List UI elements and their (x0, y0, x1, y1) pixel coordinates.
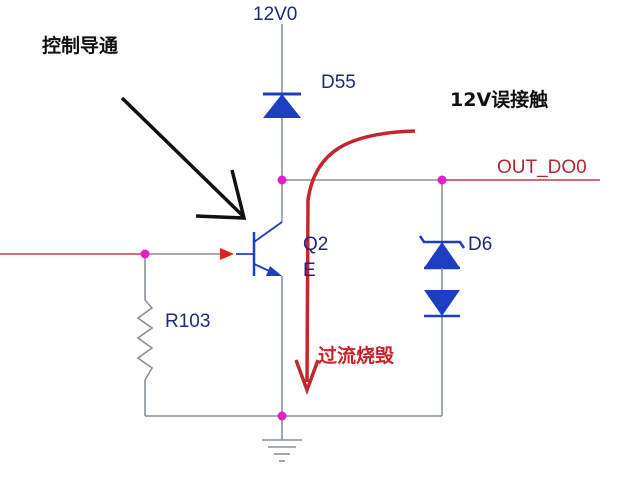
d6-label: D6 (468, 234, 492, 255)
vcc-label: 12V0 (253, 4, 297, 25)
transistor-q2 (236, 221, 283, 276)
wires (0, 24, 600, 440)
junction-node (437, 175, 447, 185)
junction-node (277, 175, 287, 185)
d55-label: D55 (321, 72, 356, 93)
junction-nodes (140, 175, 447, 421)
diode-d55 (263, 92, 301, 118)
q2-label: Q2 (303, 234, 328, 255)
control-arrow (120, 96, 247, 220)
current-path-arrow (294, 129, 416, 396)
diode-d6 (418, 235, 466, 318)
resistor-r103 (136, 299, 154, 381)
mis-contact-annotation: 12V误接触 (450, 88, 548, 111)
base-input-arrow (220, 248, 234, 260)
junction-node (277, 411, 287, 421)
ground-symbol (262, 439, 302, 462)
out-net-label: OUT_DO0 (497, 157, 587, 178)
q2-sub-label: E (303, 260, 316, 281)
junction-node (140, 249, 150, 259)
r103-label: R103 (165, 311, 210, 332)
control-on-annotation: 控制导通 (42, 34, 119, 57)
overcurrent-annotation: 过流烧毁 (318, 344, 394, 367)
